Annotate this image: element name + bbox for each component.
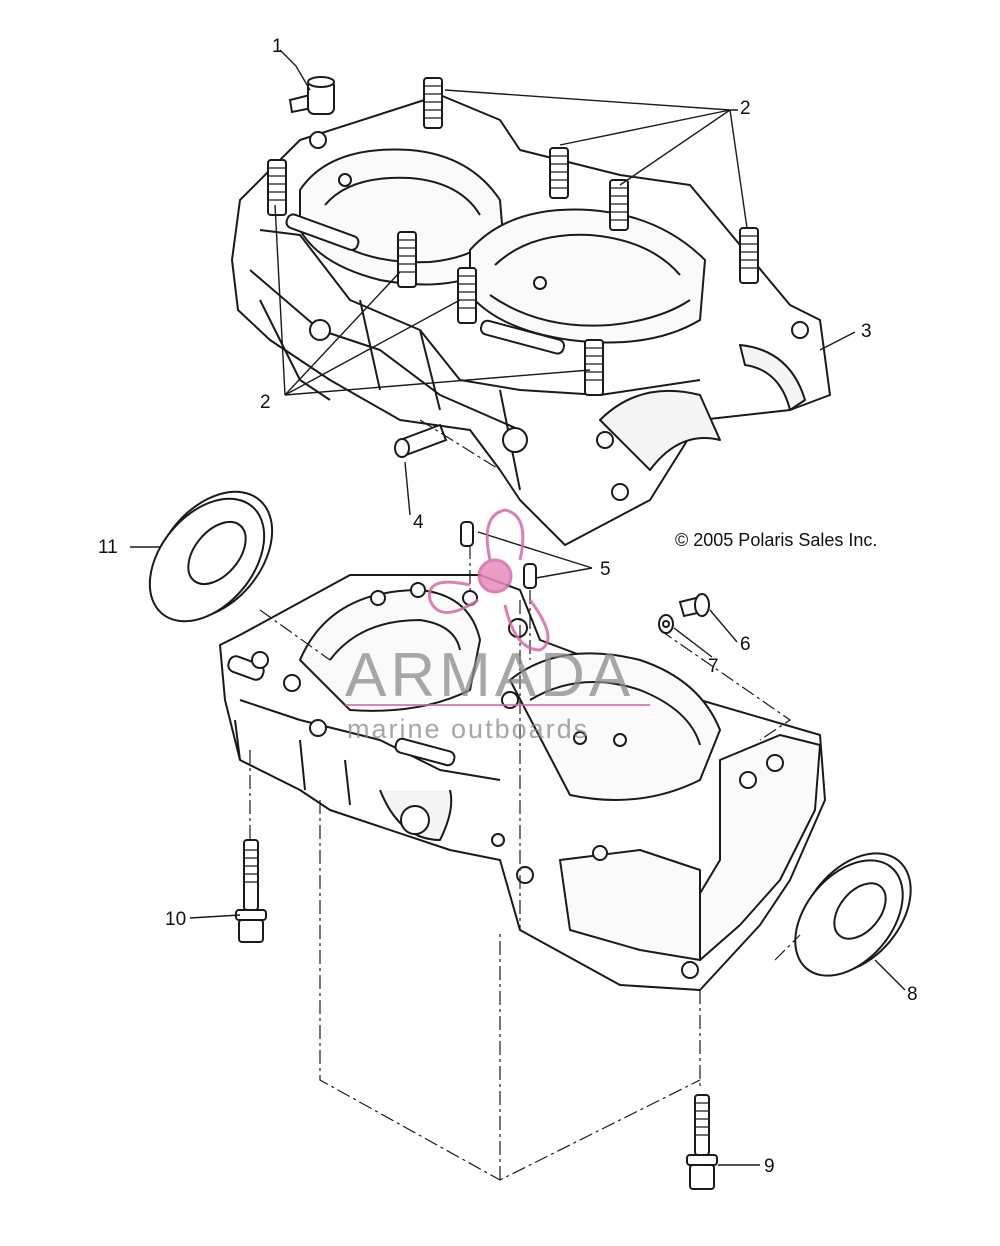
stud	[267, 159, 287, 216]
stud	[739, 227, 759, 284]
stud	[584, 339, 604, 396]
seal-part-8	[794, 852, 912, 977]
stud	[609, 179, 629, 231]
fitting-part-1	[288, 76, 335, 149]
copyright-notice: © 2005 Polaris Sales Inc.	[675, 530, 878, 550]
callout-2-top: 2	[740, 98, 751, 119]
lower-crankcase	[219, 574, 826, 991]
plug-part-4	[394, 423, 448, 458]
callout-4: 4	[413, 512, 424, 533]
watermark-subtitle: marine outboards	[347, 714, 590, 744]
callout-11: 11	[98, 537, 118, 558]
callout-5: 5	[600, 559, 611, 580]
dowel-pins-part-5	[460, 521, 537, 589]
washer-part-7	[658, 614, 674, 634]
bolt-part-6	[678, 593, 710, 618]
armada-propeller-logo	[428, 508, 550, 652]
stud	[457, 267, 477, 324]
leader-lines	[130, 49, 906, 1166]
callout-6: 6	[740, 634, 751, 655]
studs-part-2	[267, 77, 759, 396]
stud	[397, 231, 417, 288]
callout-8: 8	[907, 984, 918, 1005]
callout-10: 10	[165, 909, 187, 930]
upper-crankcase	[231, 94, 831, 546]
callout-7: 7	[708, 656, 719, 677]
callout-2-bottom: 2	[260, 392, 271, 413]
stud	[549, 147, 569, 199]
callout-1: 1	[272, 36, 283, 57]
watermark-title: ARMADA	[345, 641, 635, 710]
callout-9: 9	[764, 1156, 775, 1177]
callout-3: 3	[861, 321, 872, 342]
bolt-part-10	[235, 839, 267, 943]
bolt-part-9	[686, 1094, 718, 1190]
seal-part-11	[148, 490, 274, 623]
stud	[423, 77, 443, 129]
